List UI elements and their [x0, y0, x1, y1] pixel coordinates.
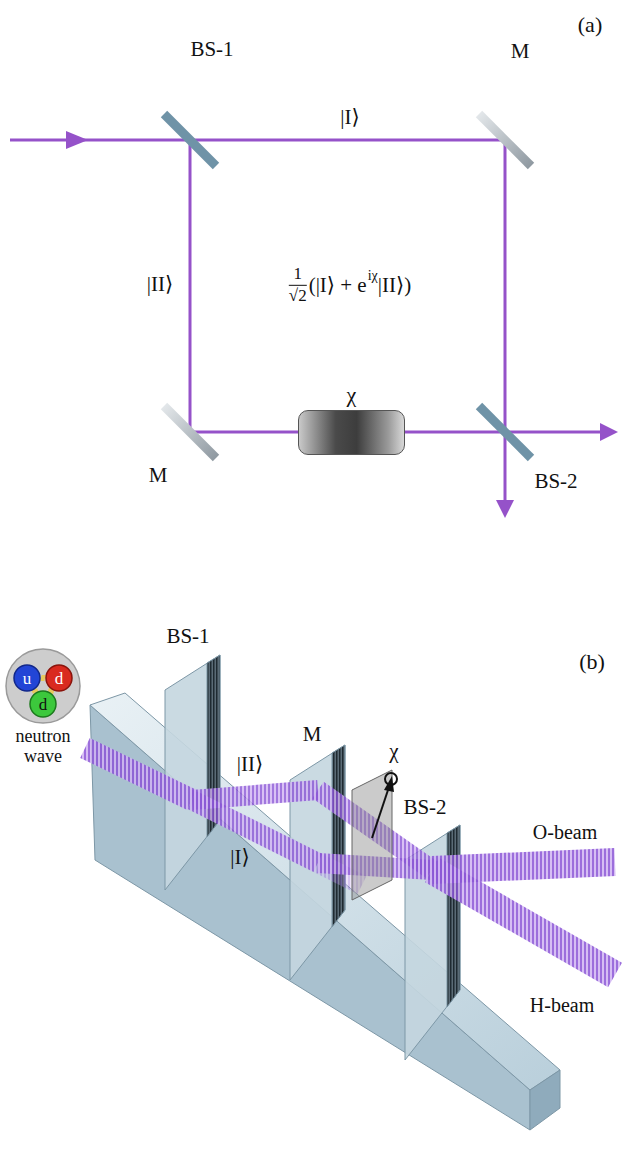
neutron-beam [432, 870, 615, 975]
beam-path [10, 140, 604, 432]
part-name: BS-2 [534, 470, 577, 493]
quark-letter: d [45, 664, 73, 692]
part-name: M [511, 40, 530, 63]
path-state: |I⟩ [340, 106, 359, 129]
quark-letter: d [29, 690, 57, 718]
node-label: neutron wave [8, 727, 78, 767]
neutron-beam [85, 748, 192, 800]
beam-name: H-beam [530, 994, 594, 1016]
arrowhead [384, 776, 394, 792]
panel-letter: (a) [578, 13, 602, 37]
rotation-arrow [372, 773, 397, 838]
phase-symbol: χ [389, 740, 398, 763]
beam-name: O-beam [533, 821, 597, 843]
quark-circle: u [13, 664, 41, 692]
part-name: BS-2 [403, 796, 446, 819]
circle-outline [30, 691, 56, 717]
arrowhead [496, 500, 514, 518]
mirror [164, 406, 216, 458]
formula-part: |II⟩) [378, 273, 411, 296]
node-label: χ [347, 383, 357, 407]
quark-letter: u [13, 664, 41, 692]
path-state: |II⟩ [237, 753, 263, 776]
circle-outline [14, 665, 40, 691]
crystal-plate [447, 825, 460, 1007]
crystal-plate [332, 745, 345, 927]
crystal-plate [165, 655, 220, 890]
neutron-circle: neutron waveudd [5, 648, 81, 724]
phase-shifter-box: χ [298, 410, 405, 455]
beam-splitter [164, 114, 216, 166]
beam-path [10, 140, 604, 504]
neutron-beam [85, 748, 615, 975]
fraction-numerator: 1 [293, 265, 302, 284]
quark-circle: d [29, 690, 57, 718]
neutron-beam [192, 800, 318, 863]
fraction-denominator: √2 [289, 287, 307, 306]
arrowhead [66, 131, 618, 518]
fraction-bar [289, 285, 307, 286]
formula-exponent: iχ [368, 268, 378, 283]
part-name: M [149, 464, 168, 487]
rotation-arrow [372, 787, 389, 838]
arrowhead [600, 423, 618, 441]
beam-splitter [479, 406, 531, 458]
quark-circle: d [45, 664, 73, 692]
fraction: 1√2 [289, 265, 307, 305]
gluon-line [41, 676, 45, 680]
state-formula: 1√2(|I⟩ + eiχ|II⟩) [289, 265, 411, 305]
crystal-plate [165, 655, 460, 1060]
circle-outline [6, 649, 80, 723]
circle-outline [46, 665, 72, 691]
mirror [479, 114, 531, 166]
crystal-base [90, 705, 530, 1130]
panel-letter: (b) [579, 650, 605, 674]
beam-path [504, 432, 507, 504]
arrowhead [384, 776, 394, 792]
arrowhead [66, 131, 88, 149]
neutron-beam [432, 862, 615, 870]
part-name: BS-1 [166, 625, 209, 648]
part-name: BS-1 [190, 38, 233, 61]
formula-part: (|I⟩ + e [309, 273, 367, 296]
crystal-base [530, 1070, 560, 1130]
path-state: |I⟩ [230, 846, 249, 869]
part-name: M [303, 723, 322, 746]
beam-path [190, 140, 505, 432]
path-state: |II⟩ [147, 273, 173, 296]
beam-splitter [164, 114, 531, 458]
mirror [164, 114, 531, 458]
